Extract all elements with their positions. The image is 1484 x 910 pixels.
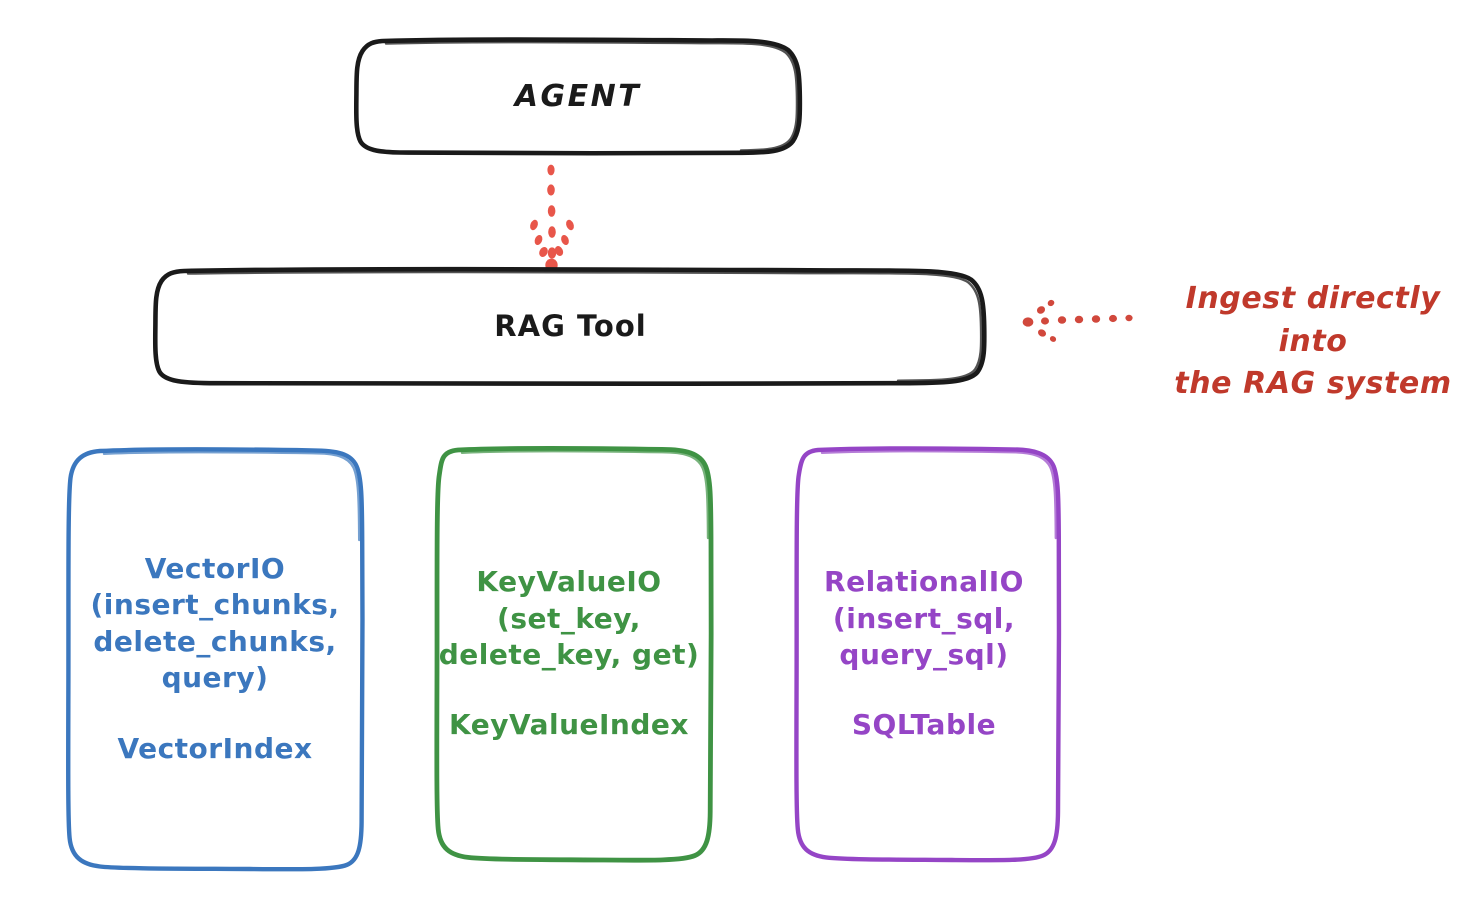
key-value-io-index-text: KeyValueIndex	[449, 708, 689, 742]
agent-node-label: AGENT	[514, 79, 642, 114]
key-value-io-node-label: KeyValueIO (set_key, delete_key, get) Ke…	[428, 450, 710, 858]
vector-io-index-text: VectorIndex	[117, 731, 313, 765]
relational-io-api-text: RelationalIO (insert_sql, query_sql)	[824, 565, 1024, 671]
key-value-io-api-text: KeyValueIO (set_key, delete_key, get)	[438, 565, 700, 671]
relational-io-index-text: SQLTable	[851, 708, 997, 742]
connector-agent-to-rag-tool	[530, 164, 574, 272]
rag-tool-node-label: RAG Tool	[494, 309, 647, 343]
vector-io-api-text: VectorIO (insert_chunks, delete_chunks, …	[90, 552, 340, 695]
connector-ingest-arrow	[1022, 299, 1133, 342]
relational-io-node-label: RelationalIO (insert_sql, query_sql) SQL…	[790, 450, 1058, 858]
vector-io-node-label: VectorIO (insert_chunks, delete_chunks, …	[68, 450, 362, 868]
ingest-annotation-text: Ingest directly into the RAG system	[1174, 281, 1452, 402]
